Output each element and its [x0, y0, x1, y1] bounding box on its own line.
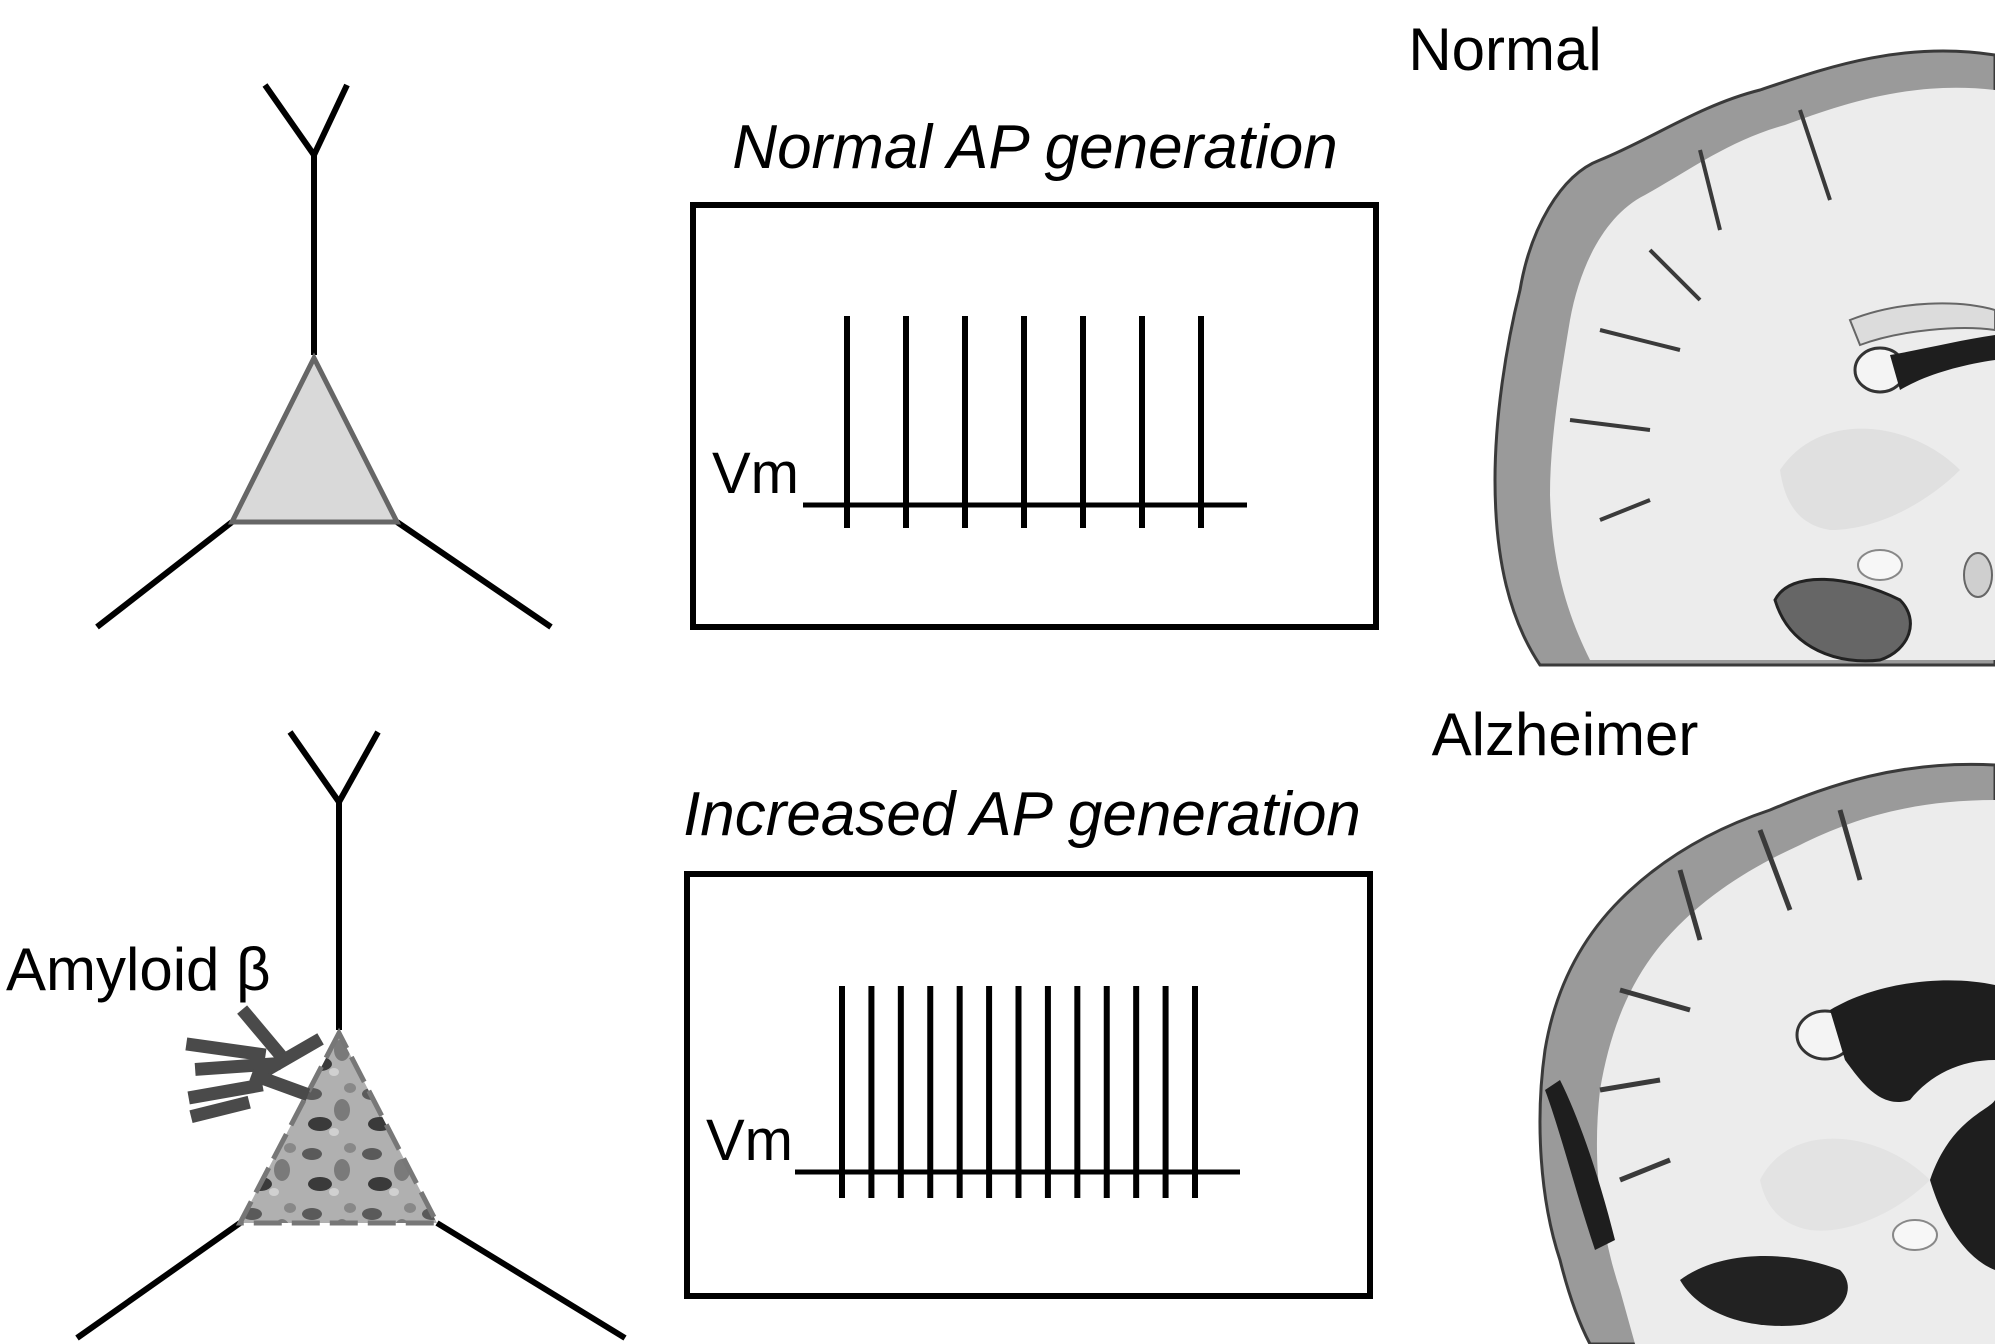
dendrite-branch-right	[311, 83, 350, 157]
soma-normal	[227, 352, 402, 525]
basal-dendrite-left	[95, 519, 234, 630]
brain-label-normal: Normal	[1408, 16, 1601, 83]
basal-dendrite-right	[395, 519, 553, 630]
basal-dendrite-right	[435, 1220, 627, 1341]
axis-label-vm-normal: Vm	[712, 441, 799, 506]
panel-title-normal: Normal AP generation	[732, 113, 1337, 182]
panel-title-increased: Increased AP generation	[683, 780, 1361, 849]
brain-section-normal	[1493, 49, 1995, 667]
neuron-normal	[95, 83, 553, 630]
spike-train-increased	[839, 986, 1198, 1198]
dendrite-branch-right	[336, 730, 381, 804]
trace-frame-normal	[690, 202, 1379, 630]
amyloid-plaque	[185, 1005, 324, 1124]
amyloid-beta-label: Amyloid β	[6, 936, 271, 1003]
spike-train-normal	[844, 316, 1204, 528]
dendrite-branch-left	[287, 730, 342, 804]
dendrite-branch-left	[262, 83, 317, 157]
neuron-alzheimer	[75, 730, 627, 1341]
axis-label-vm-increased: Vm	[706, 1108, 793, 1173]
brain-section-alzheimer	[1538, 762, 1995, 1344]
basal-dendrite-left	[75, 1220, 242, 1341]
soma-alzheimer	[235, 1027, 442, 1226]
brain-label-alzheimer: Alzheimer	[1432, 701, 1699, 768]
trace-frame-increased	[684, 871, 1373, 1299]
